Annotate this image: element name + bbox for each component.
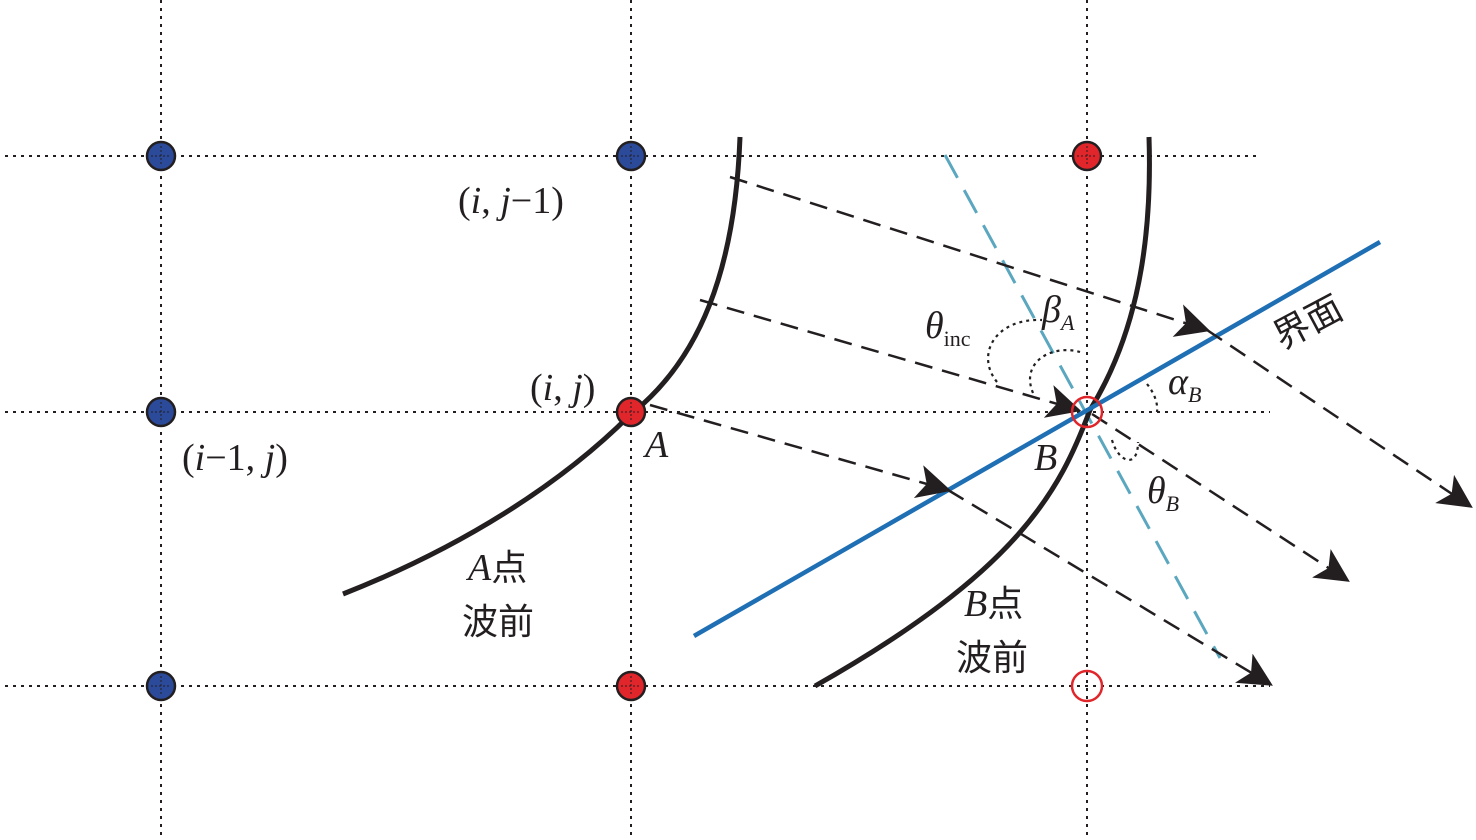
nodes: [145, 140, 1104, 703]
node-open-red-icon: [1070, 395, 1104, 429]
label-node-i-jm1: (i, j−1): [458, 180, 564, 222]
arc-theta-B: [1110, 439, 1140, 462]
arc-alpha-B: [1146, 383, 1159, 413]
node-red-icon: [1071, 140, 1103, 172]
arc-beta-A: [1029, 349, 1081, 394]
ray-3: [649, 403, 952, 498]
label-point-B: B: [1034, 437, 1057, 479]
wavefront-B: [813, 136, 1152, 689]
label-theta-inc: θinc: [925, 305, 971, 351]
label-wavefront-B-line1: B点: [964, 583, 1023, 625]
node-blue-icon: [145, 396, 177, 428]
label-node-i-j: (i, j): [530, 367, 595, 409]
node-red-icon: [615, 396, 647, 428]
ray-1-continued: [1206, 328, 1473, 508]
angle-arcs: [987, 318, 1159, 462]
interface-line: [692, 240, 1382, 638]
label-wavefront-A-line2: 波前: [462, 602, 534, 643]
rays: [649, 175, 1473, 686]
node-blue-icon: [615, 140, 647, 172]
node-blue-icon: [145, 670, 177, 702]
label-alpha-B: αB: [1168, 361, 1201, 407]
ray-2-continued: [1091, 412, 1350, 582]
label-node-im1-j: (i−1, j): [182, 437, 288, 479]
label-beta-A: βA: [1041, 289, 1075, 335]
label-point-A: A: [642, 424, 669, 466]
node-open-red-icon: [1070, 669, 1104, 703]
ray-3-continued: [947, 488, 1273, 686]
node-blue-icon: [145, 140, 177, 172]
node-red-icon: [615, 670, 647, 702]
arc-theta-inc: [987, 318, 1043, 383]
normal-line: [943, 154, 1222, 659]
label-wavefront-A-line1: A点: [465, 547, 527, 589]
label-wavefront-B-line2: 波前: [956, 638, 1028, 679]
ray-2: [699, 298, 1082, 418]
label-theta-B: θB: [1147, 470, 1179, 516]
